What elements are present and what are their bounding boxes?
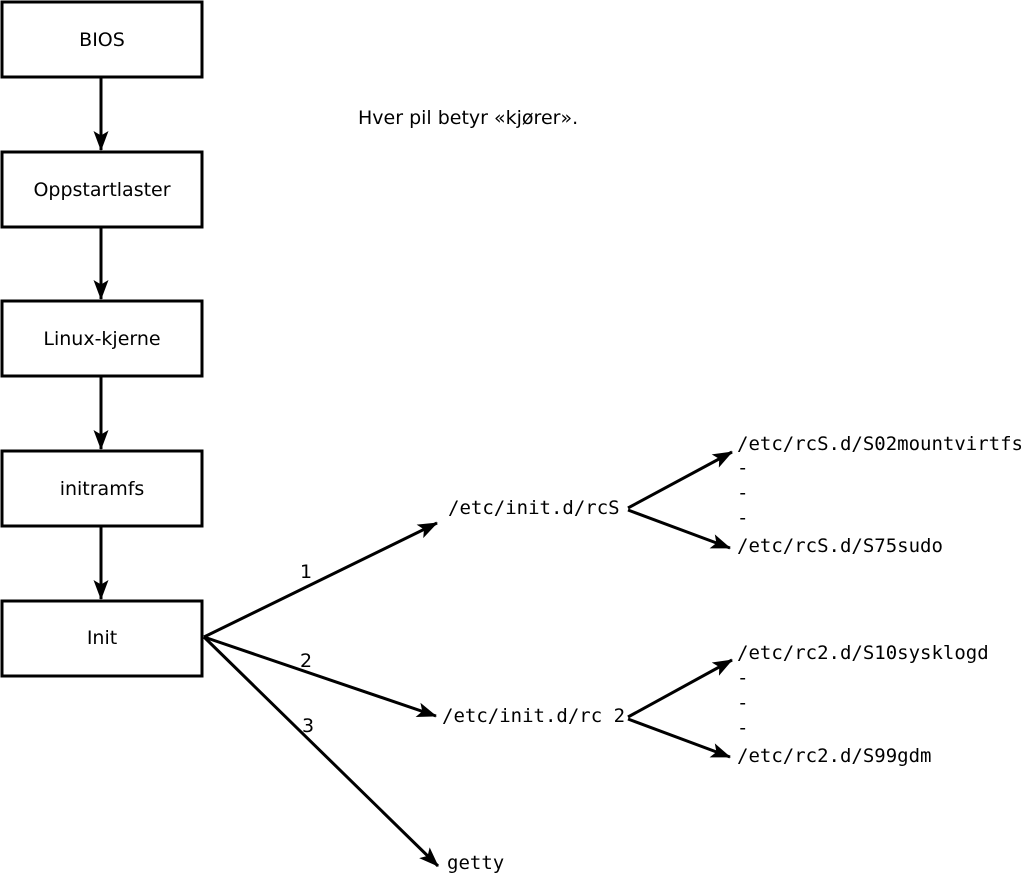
rc2-child-4: /etc/rc2.d/S99gdm — [737, 745, 931, 767]
node-init: Init — [0, 599, 204, 678]
arrow-rcS-to-S02mountvirtfs — [627, 450, 733, 510]
boot-chain: BIOS Oppstartlaster Linux-kjerne initram… — [0, 0, 204, 678]
rcS-child-1: - — [737, 457, 748, 479]
branch-rc2: 2 /etc/init.d/rc 2 /etc/rc2.d/S10sysklog… — [203, 635, 989, 767]
init-box — [0, 599, 204, 678]
kernel-label: Linux-kjerne — [43, 328, 160, 350]
arrow-rcS-to-S75sudo — [627, 508, 731, 550]
arrow-init-to-rc2 — [203, 635, 437, 718]
bios-label: BIOS — [79, 29, 125, 51]
node-initramfs: initramfs — [0, 449, 204, 528]
bootloader-label: Oppstartlaster — [33, 179, 170, 201]
rc2-child-0: /etc/rc2.d/S10sysklogd — [737, 642, 989, 664]
rcS-child-3: - — [737, 507, 748, 529]
node-kernel: Linux-kjerne — [0, 299, 204, 378]
arrow-init-to-rcS — [203, 521, 438, 639]
rc2-label: /etc/init.d/rc 2 — [442, 705, 625, 727]
arrow-rc2-to-S99gdm — [627, 717, 731, 759]
rc2-child-1: - — [737, 667, 748, 689]
rc2-child-2: - — [737, 692, 748, 714]
getty-label: getty — [447, 852, 504, 874]
rcS-child-2: - — [737, 482, 748, 504]
bios-box — [0, 0, 204, 79]
rcS-child-0: /etc/rcS.d/S02mountvirtfs — [737, 433, 1023, 455]
branch-2-number: 2 — [300, 650, 312, 672]
caption-text: Hver pil betyr «kjører». — [358, 107, 578, 129]
init-label: Init — [87, 627, 117, 649]
branch-getty: 3 getty — [202, 635, 504, 874]
branch-rcS: 1 /etc/init.d/rcS /etc/rcS.d/S02mountvir… — [203, 433, 1023, 639]
branch-1-number: 1 — [300, 561, 312, 583]
node-bios: BIOS — [0, 0, 204, 79]
node-bootloader: Oppstartlaster — [0, 150, 204, 229]
rc2-child-3: - — [737, 717, 748, 739]
kernel-box — [0, 299, 204, 378]
branch-3-number: 3 — [302, 715, 314, 737]
rcS-child-4: /etc/rcS.d/S75sudo — [737, 535, 943, 557]
arrow-rc2-to-S10sysklogd — [627, 658, 733, 719]
initramfs-label: initramfs — [60, 478, 145, 500]
rcS-label: /etc/init.d/rcS — [448, 497, 620, 519]
bootloader-box — [0, 150, 204, 229]
arrow-init-to-getty — [202, 635, 440, 868]
